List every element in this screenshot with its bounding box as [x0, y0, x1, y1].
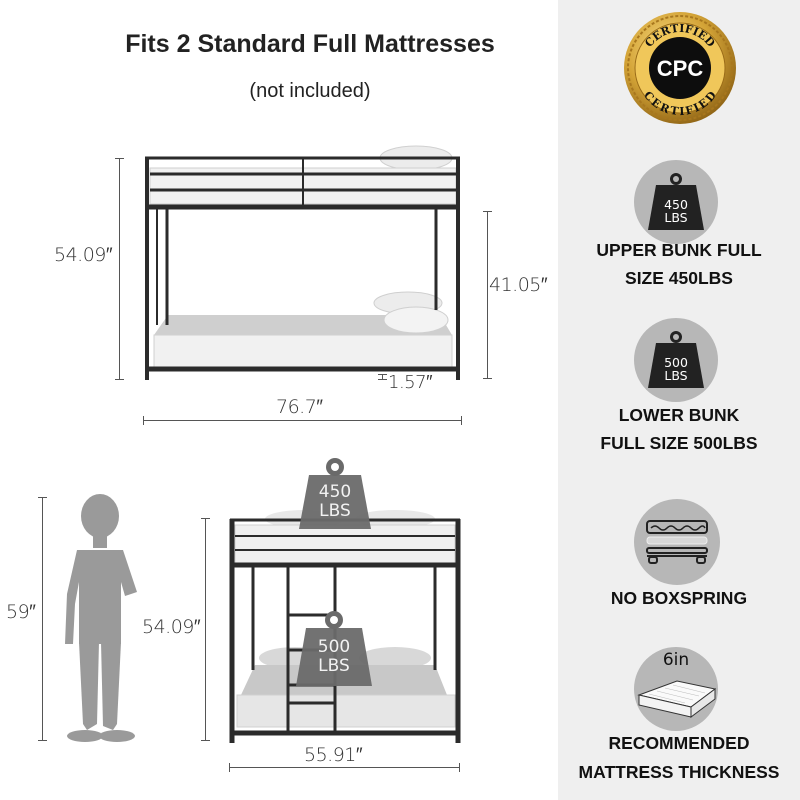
dimension-line-front-height: [201, 518, 210, 741]
feature-label-line1: LOWER BUNK: [618, 405, 740, 425]
feature-icon-unit: LBS: [664, 368, 688, 383]
upper-weight-value: 450: [318, 482, 352, 502]
feature-label-line1: RECOMMENDED: [608, 733, 750, 753]
dimension-line-floor-clearance: [378, 374, 387, 380]
badge-center-text: CPC: [657, 56, 704, 81]
dimension-line-length: [143, 416, 462, 425]
feature-icon-value: 500: [664, 355, 688, 370]
thickness-value: 6in: [662, 650, 690, 670]
dimension-line-width: [229, 763, 460, 772]
dimension-line-side-height: [115, 158, 124, 380]
feature-icon-circle: [634, 499, 720, 585]
front-width-label: 55.91″: [304, 744, 363, 766]
mattress-icon: [637, 680, 717, 718]
lower-weight-unit: LBS: [318, 656, 350, 676]
upper-weight-unit: LBS: [319, 501, 351, 521]
page-title: Fits 2 Standard Full Mattresses: [125, 30, 495, 58]
feature-label-line1: UPPER BUNK FULL: [596, 240, 762, 260]
weight-icon: [648, 331, 704, 388]
lower-weight-overlay: 500 LBS: [296, 610, 372, 688]
feature-icon-unit: LBS: [664, 210, 688, 225]
floor-clearance-label: 1.57″: [388, 372, 432, 393]
side-height-label: 54.09″: [54, 244, 113, 266]
side-view-bunk-bed: [145, 145, 460, 380]
feature-icon-value: 450: [664, 197, 688, 212]
dimension-line-child-height: [38, 497, 47, 741]
upper-weight-overlay: 450 LBS: [299, 457, 371, 531]
side-length-label: 76.7″: [276, 396, 323, 418]
feature-label-line2: MATTRESS THICKNESS: [578, 762, 780, 782]
front-height-label: 54.09″: [142, 616, 201, 638]
cpc-certified-badge: CERTIFIED CERTIFIED CPC: [622, 10, 738, 126]
feature-icon-circle: 6in: [634, 647, 718, 731]
weight-icon: [299, 458, 371, 529]
child-silhouette-icon: [65, 494, 137, 742]
feature-label-line2: SIZE 450LBS: [625, 268, 733, 288]
clearance-height-label: 41.05″: [489, 274, 548, 296]
weight-icon: [648, 173, 704, 230]
weight-icon: [296, 611, 372, 686]
mattress-stack-icon: [646, 520, 708, 564]
feature-icon-circle: 500 LBS: [634, 318, 718, 402]
child-height-label: 59″: [6, 601, 36, 623]
page-subtitle: (not included): [249, 80, 371, 102]
lower-weight-value: 500: [317, 637, 351, 657]
feature-label-line2: FULL SIZE 500LBS: [600, 433, 758, 453]
feature-icon-circle: 450 LBS: [634, 160, 718, 244]
dimension-line-clearance: [483, 211, 492, 379]
feature-label-line1: NO BOXSPRING: [610, 588, 748, 608]
